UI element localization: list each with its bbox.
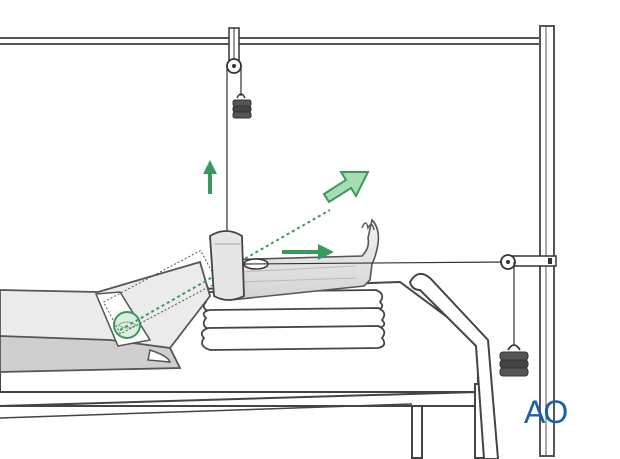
traction-arrow-icon [282,244,334,260]
overhead-frame [0,25,555,457]
traction-arrow-icon [322,171,370,204]
folded-towels [200,289,386,351]
bed-end-rail [408,272,500,459]
weight-icon [499,344,529,377]
traction-arrow-icon [203,160,217,194]
ao-logo: AO [524,394,568,430]
pulley-icon [226,58,242,74]
thigh-dotted-outline [102,249,219,335]
traction-pin [243,258,507,270]
traction-sling [209,230,245,301]
lower-leg [221,218,380,301]
weight-icon [232,66,252,119]
pulley-icon [500,254,516,270]
